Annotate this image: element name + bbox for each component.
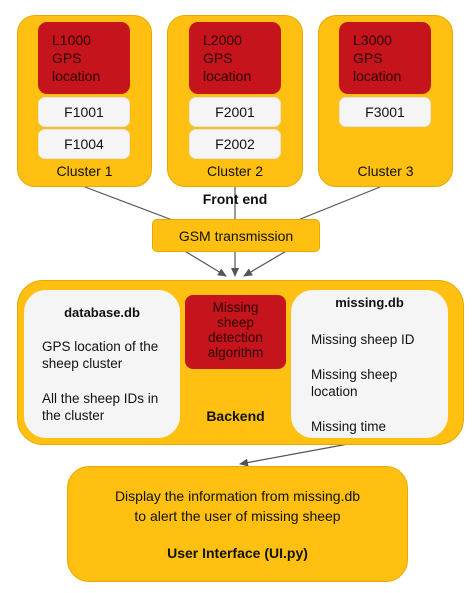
missing-item-id: Missing sheep ID bbox=[311, 332, 415, 347]
ui-description-line-2: to alert the user of missing sheep bbox=[134, 508, 341, 524]
database-db-box bbox=[24, 290, 180, 438]
leader-gps-text: GPS bbox=[52, 50, 82, 66]
missing-sheep-algorithm-box: Missing sheep detection algorithm bbox=[185, 295, 286, 369]
algo-line-4: algorithm bbox=[207, 345, 264, 360]
user-interface-box bbox=[67, 466, 408, 582]
cluster-2-sheep-1: F2001 bbox=[189, 97, 281, 127]
leader-id: L2000 bbox=[203, 32, 242, 48]
cluster-3-sheep-1: F3001 bbox=[339, 97, 431, 127]
arrow-cluster1-to-gsm bbox=[84, 186, 184, 225]
cluster-2-label: Cluster 2 bbox=[206, 163, 264, 179]
cluster-1-sheep-1: F1001 bbox=[38, 97, 130, 127]
database-db-title: database.db bbox=[64, 305, 140, 320]
algo-line-2: sheep bbox=[217, 315, 254, 330]
database-item-gps: GPS location of the sheep cluster bbox=[42, 339, 159, 371]
leader-gps-text: GPS bbox=[203, 50, 233, 66]
backend-label: Backend bbox=[206, 408, 265, 424]
arrow-gsm-to-backend-right bbox=[243, 249, 289, 277]
algo-line-3: detection bbox=[208, 330, 263, 345]
cluster-1-sheep-2: F1004 bbox=[38, 129, 130, 159]
gsm-transmission-box: GSM transmission bbox=[152, 219, 320, 252]
cluster-2-sheep-2: F2002 bbox=[189, 129, 281, 159]
cluster-3-leader-box: L3000 GPS location bbox=[339, 22, 431, 94]
ui-title: User Interface (UI.py) bbox=[167, 545, 308, 561]
arrow-gsm-to-backend-left bbox=[182, 249, 227, 277]
cluster-1-label: Cluster 1 bbox=[56, 163, 113, 179]
frontend-label: Front end bbox=[202, 191, 268, 207]
leader-id: L1000 bbox=[52, 32, 91, 48]
cluster-2-leader-box: L2000 GPS location bbox=[189, 22, 281, 94]
cluster-3-label: Cluster 3 bbox=[357, 163, 414, 179]
ui-description-line-1: Display the information from missing.db bbox=[114, 488, 361, 504]
missing-db-box bbox=[291, 290, 448, 438]
leader-id: L3000 bbox=[353, 32, 392, 48]
leader-location-text: location bbox=[52, 68, 101, 84]
leader-gps-text: GPS bbox=[353, 50, 383, 66]
cluster-1-leader-box: L1000 GPS location bbox=[38, 22, 130, 94]
missing-item-time: Missing time bbox=[311, 419, 387, 434]
database-item-sheep-ids: All the sheep IDs in the cluster bbox=[42, 391, 159, 423]
leader-location-text: location bbox=[203, 68, 252, 84]
missing-item-location: Missing sheep location bbox=[311, 367, 398, 399]
missing-db-title: missing.db bbox=[335, 295, 404, 310]
algo-line-1: Missing bbox=[212, 300, 259, 315]
leader-location-text: location bbox=[353, 68, 402, 84]
arrow-cluster3-to-gsm bbox=[287, 186, 381, 225]
